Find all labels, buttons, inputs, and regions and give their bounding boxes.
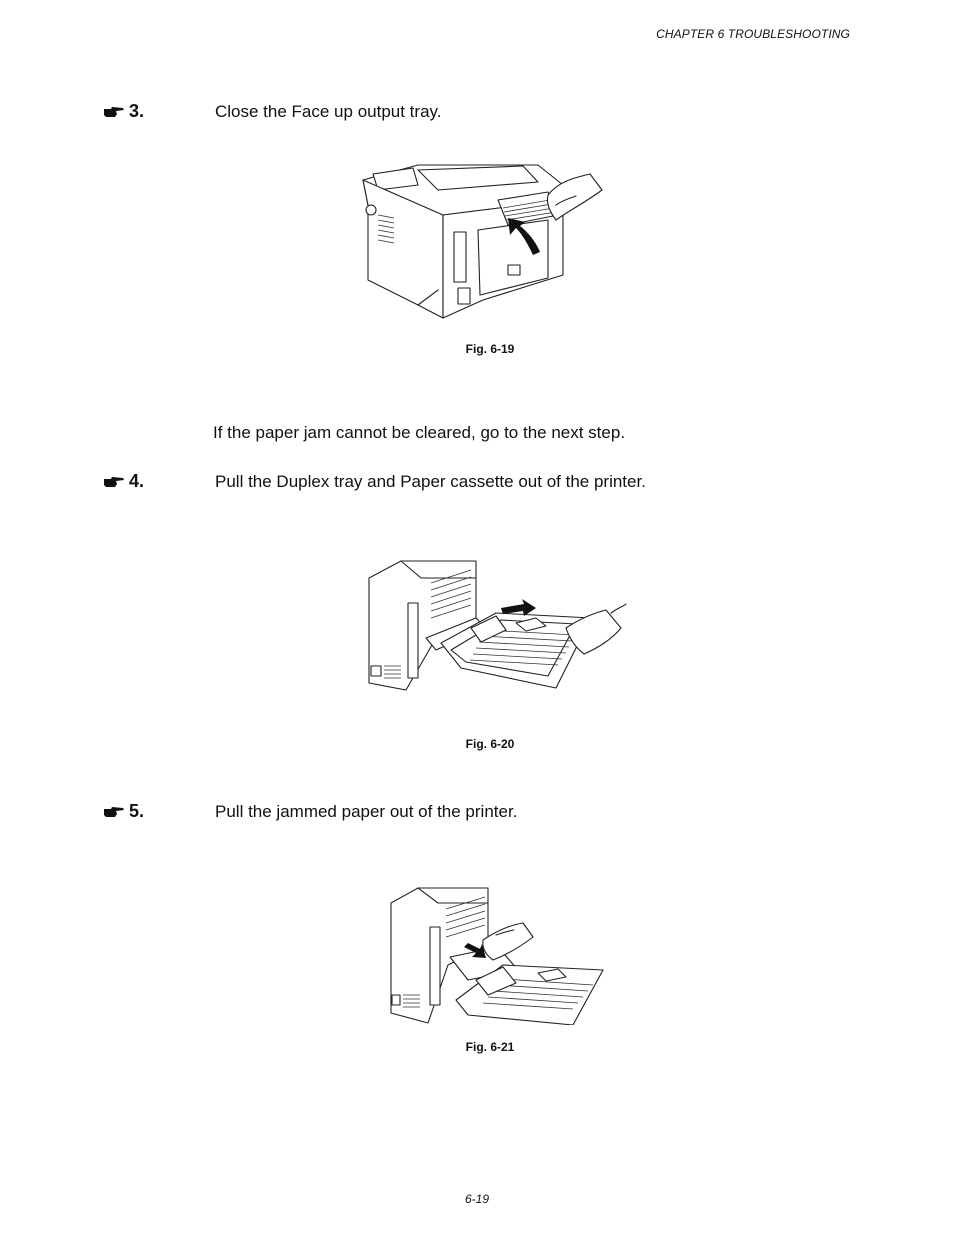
figure-6-19-illustration xyxy=(358,160,603,320)
step-number-label: 4. xyxy=(129,471,145,491)
figure-6-21-caption: Fig. 6-21 xyxy=(465,1040,515,1054)
step-3-number: 3. xyxy=(103,101,144,122)
step-4-text: Pull the Duplex tray and Paper cassette … xyxy=(215,472,646,491)
figure-6-19-caption: Fig. 6-19 xyxy=(465,342,515,356)
page-number: 6-19 xyxy=(464,1192,490,1206)
step-5-text: Pull the jammed paper out of the printer… xyxy=(215,802,518,821)
step-5-number: 5. xyxy=(103,801,144,822)
figure-6-20-illustration xyxy=(366,558,628,694)
step-3-text: Close the Face up output tray. xyxy=(215,102,442,121)
figure-6-20-caption: Fig. 6-20 xyxy=(465,737,515,751)
step-number-label: 5. xyxy=(129,801,145,821)
chapter-header: CHAPTER 6 TROUBLESHOOTING xyxy=(656,27,850,41)
pointing-hand-icon xyxy=(103,475,125,489)
step-number-label: 3. xyxy=(129,101,145,121)
step-4-number: 4. xyxy=(103,471,144,492)
pointing-hand-icon xyxy=(103,105,125,119)
figure-6-21-illustration xyxy=(388,885,608,1025)
pointing-hand-icon xyxy=(103,805,125,819)
note-text: If the paper jam cannot be cleared, go t… xyxy=(213,423,626,442)
